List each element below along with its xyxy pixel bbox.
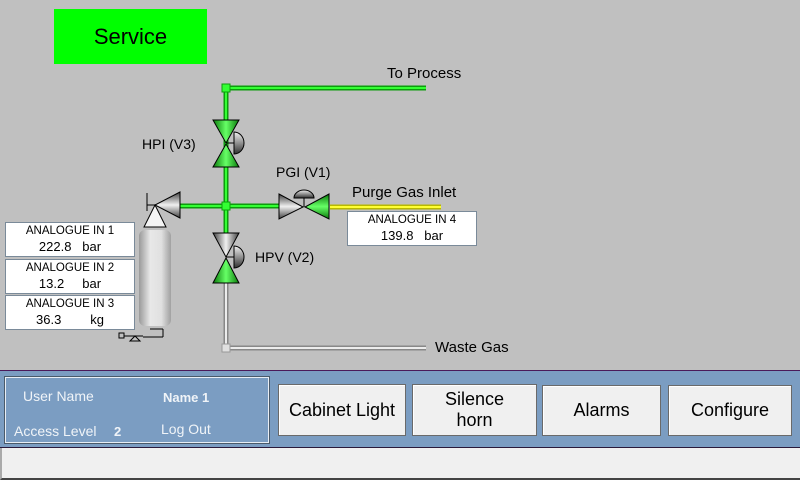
label-waste-gas: Waste Gas	[435, 339, 509, 356]
cabinet-light-button[interactable]: Cabinet Light	[278, 384, 406, 436]
pipe-waste-gas	[223, 283, 426, 351]
analogue-title: ANALOGUE IN 4	[367, 214, 457, 226]
valve-v1-icon[interactable]	[278, 189, 330, 220]
analogue-title: ANALOGUE IN 2	[25, 262, 115, 274]
mode-indicator: Service	[54, 9, 207, 64]
configure-button[interactable]: Configure	[668, 385, 792, 436]
analogue-in-2: ANALOGUE IN 2 13.2 bar	[5, 259, 135, 294]
silence-horn-label-line1: Silence	[444, 389, 505, 409]
analogue-unit: bar	[82, 239, 102, 254]
analogue-value: 13.2	[38, 276, 65, 291]
access-level-label: Access Level	[14, 423, 97, 439]
user-info-panel: User Name Name 1 Access Level 2 Log Out	[4, 376, 270, 444]
analogue-title: ANALOGUE IN 3	[25, 298, 115, 310]
analogue-title: ANALOGUE IN 1	[25, 225, 115, 237]
analogue-in-1: ANALOGUE IN 1 222.8 bar	[5, 222, 135, 257]
alarms-button[interactable]: Alarms	[542, 385, 661, 436]
valve-v2-icon[interactable]	[212, 232, 245, 284]
analogue-unit: bar	[82, 276, 102, 291]
analogue-in-3: ANALOGUE IN 3 36.3 kg	[5, 295, 135, 330]
piping-diagram	[118, 83, 441, 353]
pipe-junction	[221, 343, 231, 353]
label-to-process: To Process	[387, 65, 462, 82]
valve-v3-icon[interactable]	[212, 119, 245, 168]
pipe-junction	[221, 83, 231, 93]
cylinder-regulator-icon	[143, 191, 181, 228]
analogue-value: 36.3	[36, 312, 62, 327]
mode-label: Service	[93, 23, 168, 49]
status-bar	[0, 448, 800, 480]
analogue-unit: bar	[424, 228, 444, 243]
cabinet-light-label: Cabinet Light	[288, 399, 396, 420]
silence-horn-button[interactable]: Silence horn	[412, 384, 537, 436]
label-valve-v1: PGI (V1)	[276, 164, 331, 180]
logout-link[interactable]: Log Out	[161, 421, 211, 437]
pipe-junction	[221, 201, 231, 211]
analogue-value: 139.8	[380, 228, 414, 243]
label-valve-v2: HPV (V2)	[255, 249, 315, 265]
label-purge-gas-inlet: Purge Gas Inlet	[352, 184, 457, 201]
user-name-label: User Name	[23, 388, 94, 404]
user-name-value: Name 1	[163, 390, 210, 405]
analogue-unit: kg	[90, 312, 104, 327]
configure-label: Configure	[690, 400, 770, 420]
silence-horn-label-line2: horn	[456, 410, 493, 430]
analogue-value: 222.8	[38, 239, 72, 254]
analogue-in-4: ANALOGUE IN 4 139.8 bar	[347, 211, 477, 246]
label-valve-v3: HPI (V3)	[142, 136, 196, 152]
access-level-value: 2	[114, 424, 122, 439]
gas-cylinder-icon	[118, 230, 171, 342]
alarms-label: Alarms	[573, 400, 630, 420]
